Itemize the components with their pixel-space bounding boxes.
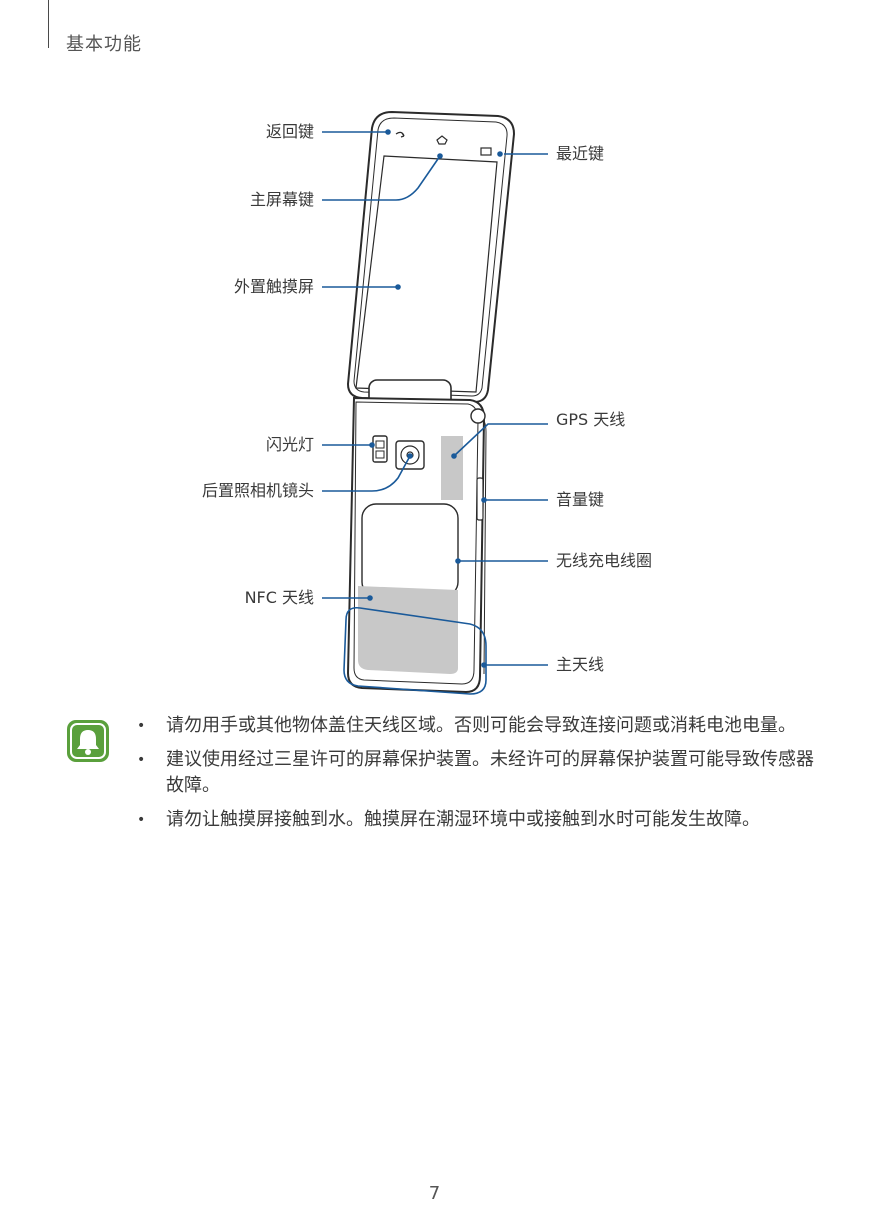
label-flash: 闪光灯 [265, 435, 314, 454]
list-item: • 请勿让触摸屏接触到水。触摸屏在潮湿环境中或接触到水时可能发生故障。 [135, 807, 815, 833]
label-recent-key: 最近键 [556, 144, 605, 163]
label-main-antenna: 主天线 [556, 655, 605, 674]
main-antenna-outline [343, 606, 487, 695]
bullet: • [137, 752, 146, 768]
page-number: 7 [428, 1183, 441, 1204]
header-rule [48, 0, 49, 48]
label-rear-camera: 后置照相机镜头 [201, 481, 314, 500]
label-wireless-coil: 无线充电线圈 [556, 551, 653, 570]
label-volume-key: 音量键 [556, 490, 605, 509]
bullet: • [137, 718, 146, 734]
note-text: 请勿让触摸屏接触到水。触摸屏在潮湿环境中或接触到水时可能发生故障。 [166, 809, 760, 830]
label-outer-touchscreen: 外置触摸屏 [233, 277, 314, 296]
note-text: 建议使用经过三星许可的屏幕保护装置。未经许可的屏幕保护装置可能导致传感器故障。 [166, 749, 814, 796]
callout-dots [367, 129, 503, 668]
note-list: • 请勿用手或其他物体盖住天线区域。否则可能会导致连接问题或消耗电池电量。 • … [135, 713, 815, 841]
list-item: • 请勿用手或其他物体盖住天线区域。否则可能会导致连接问题或消耗电池电量。 [135, 713, 815, 739]
note-text: 请勿用手或其他物体盖住天线区域。否则可能会导致连接问题或消耗电池电量。 [166, 715, 796, 736]
phone-body [346, 396, 487, 694]
label-gps-antenna: GPS 天线 [556, 410, 626, 429]
bell-icon [67, 720, 109, 762]
list-item: • 建议使用经过三星许可的屏幕保护装置。未经许可的屏幕保护装置可能导致传感器故障… [135, 747, 815, 799]
label-home-key: 主屏幕键 [249, 190, 314, 209]
phone-diagram [322, 110, 548, 695]
label-nfc-antenna: NFC 天线 [244, 588, 314, 607]
label-back-key: 返回键 [265, 122, 314, 141]
phone-lid [346, 110, 516, 419]
bullet: • [137, 812, 146, 828]
section-title: 基本功能 [66, 34, 142, 55]
callout-lines [322, 131, 548, 666]
